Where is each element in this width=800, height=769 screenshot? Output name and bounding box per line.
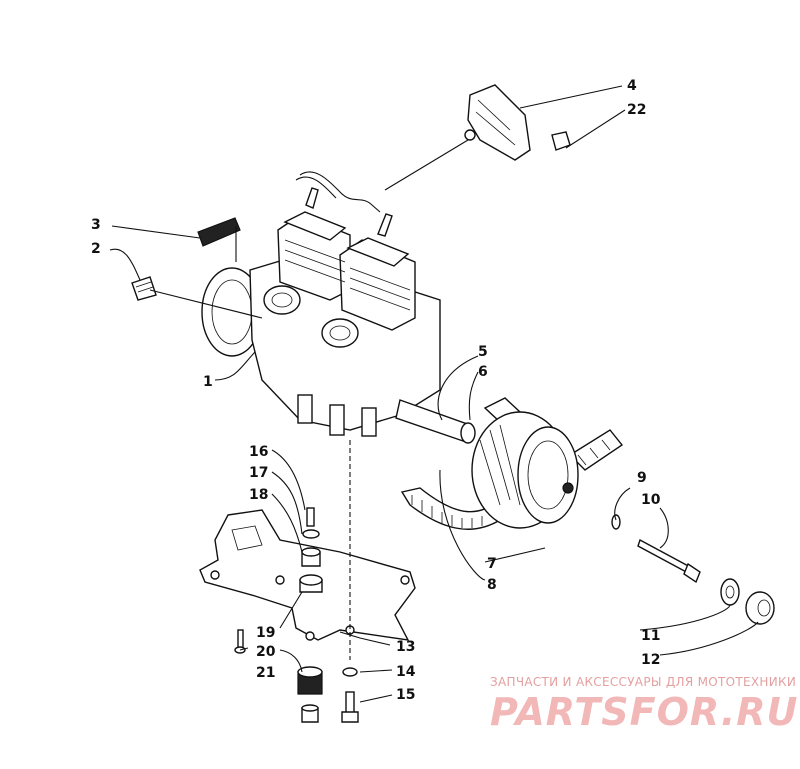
spacer-19 [299, 574, 323, 593]
watermark-logo: PARTSFOR.RU [490, 690, 798, 734]
callout-3: 3 [91, 217, 101, 233]
callout-13: 13 [396, 639, 415, 655]
callout-labels: 1 2 3 4 22 5 6 7 8 9 10 11 12 13 14 15 1… [91, 78, 661, 703]
callout-4: 4 [627, 78, 637, 94]
bolt-15 [341, 691, 359, 723]
washer-9 [611, 514, 621, 530]
bushing-bottom [301, 704, 319, 723]
clutch-bolt-10 [637, 538, 701, 584]
callout-6: 6 [478, 364, 488, 380]
callout-9: 9 [637, 470, 647, 486]
watermark-caption: ЗАПЧАСТИ И АКСЕССУАРЫ ДЛЯ МОТОТЕХНИКИ [490, 675, 796, 689]
callout-5: 5 [478, 344, 488, 360]
callout-10: 10 [641, 492, 661, 508]
washer-17 [302, 529, 320, 539]
drive-clutch [471, 411, 579, 529]
callout-18: 18 [249, 487, 268, 503]
callout-17: 17 [249, 465, 268, 481]
engine-assembly [201, 171, 476, 444]
watermark: ЗАПЧАСТИ И АКСЕССУАРЫ ДЛЯ МОТОТЕХНИКИ PA… [490, 675, 798, 734]
callout-21: 21 [256, 665, 275, 681]
callout-11: 11 [641, 628, 660, 644]
decal-3 [197, 217, 241, 247]
washer-14 [342, 667, 358, 677]
callout-1: 1 [203, 374, 213, 390]
decal-2 [131, 276, 157, 301]
callout-12: 12 [641, 652, 660, 668]
callout-7: 7 [487, 556, 497, 572]
callout-16: 16 [249, 444, 268, 460]
washer-11 [720, 578, 740, 606]
cover-4 [464, 84, 531, 161]
callout-8: 8 [487, 577, 497, 593]
stud-16 [306, 507, 315, 527]
rubber-mount-18 [301, 547, 321, 567]
callout-20: 20 [256, 644, 276, 660]
leader-lines [109, 85, 759, 703]
callout-19: 19 [256, 625, 275, 641]
cap-12 [745, 591, 775, 625]
callout-2: 2 [91, 241, 101, 257]
callout-22: 22 [627, 102, 646, 118]
callout-14: 14 [396, 664, 416, 680]
rubber-mount-20 [297, 666, 323, 695]
callout-15: 15 [396, 687, 415, 703]
